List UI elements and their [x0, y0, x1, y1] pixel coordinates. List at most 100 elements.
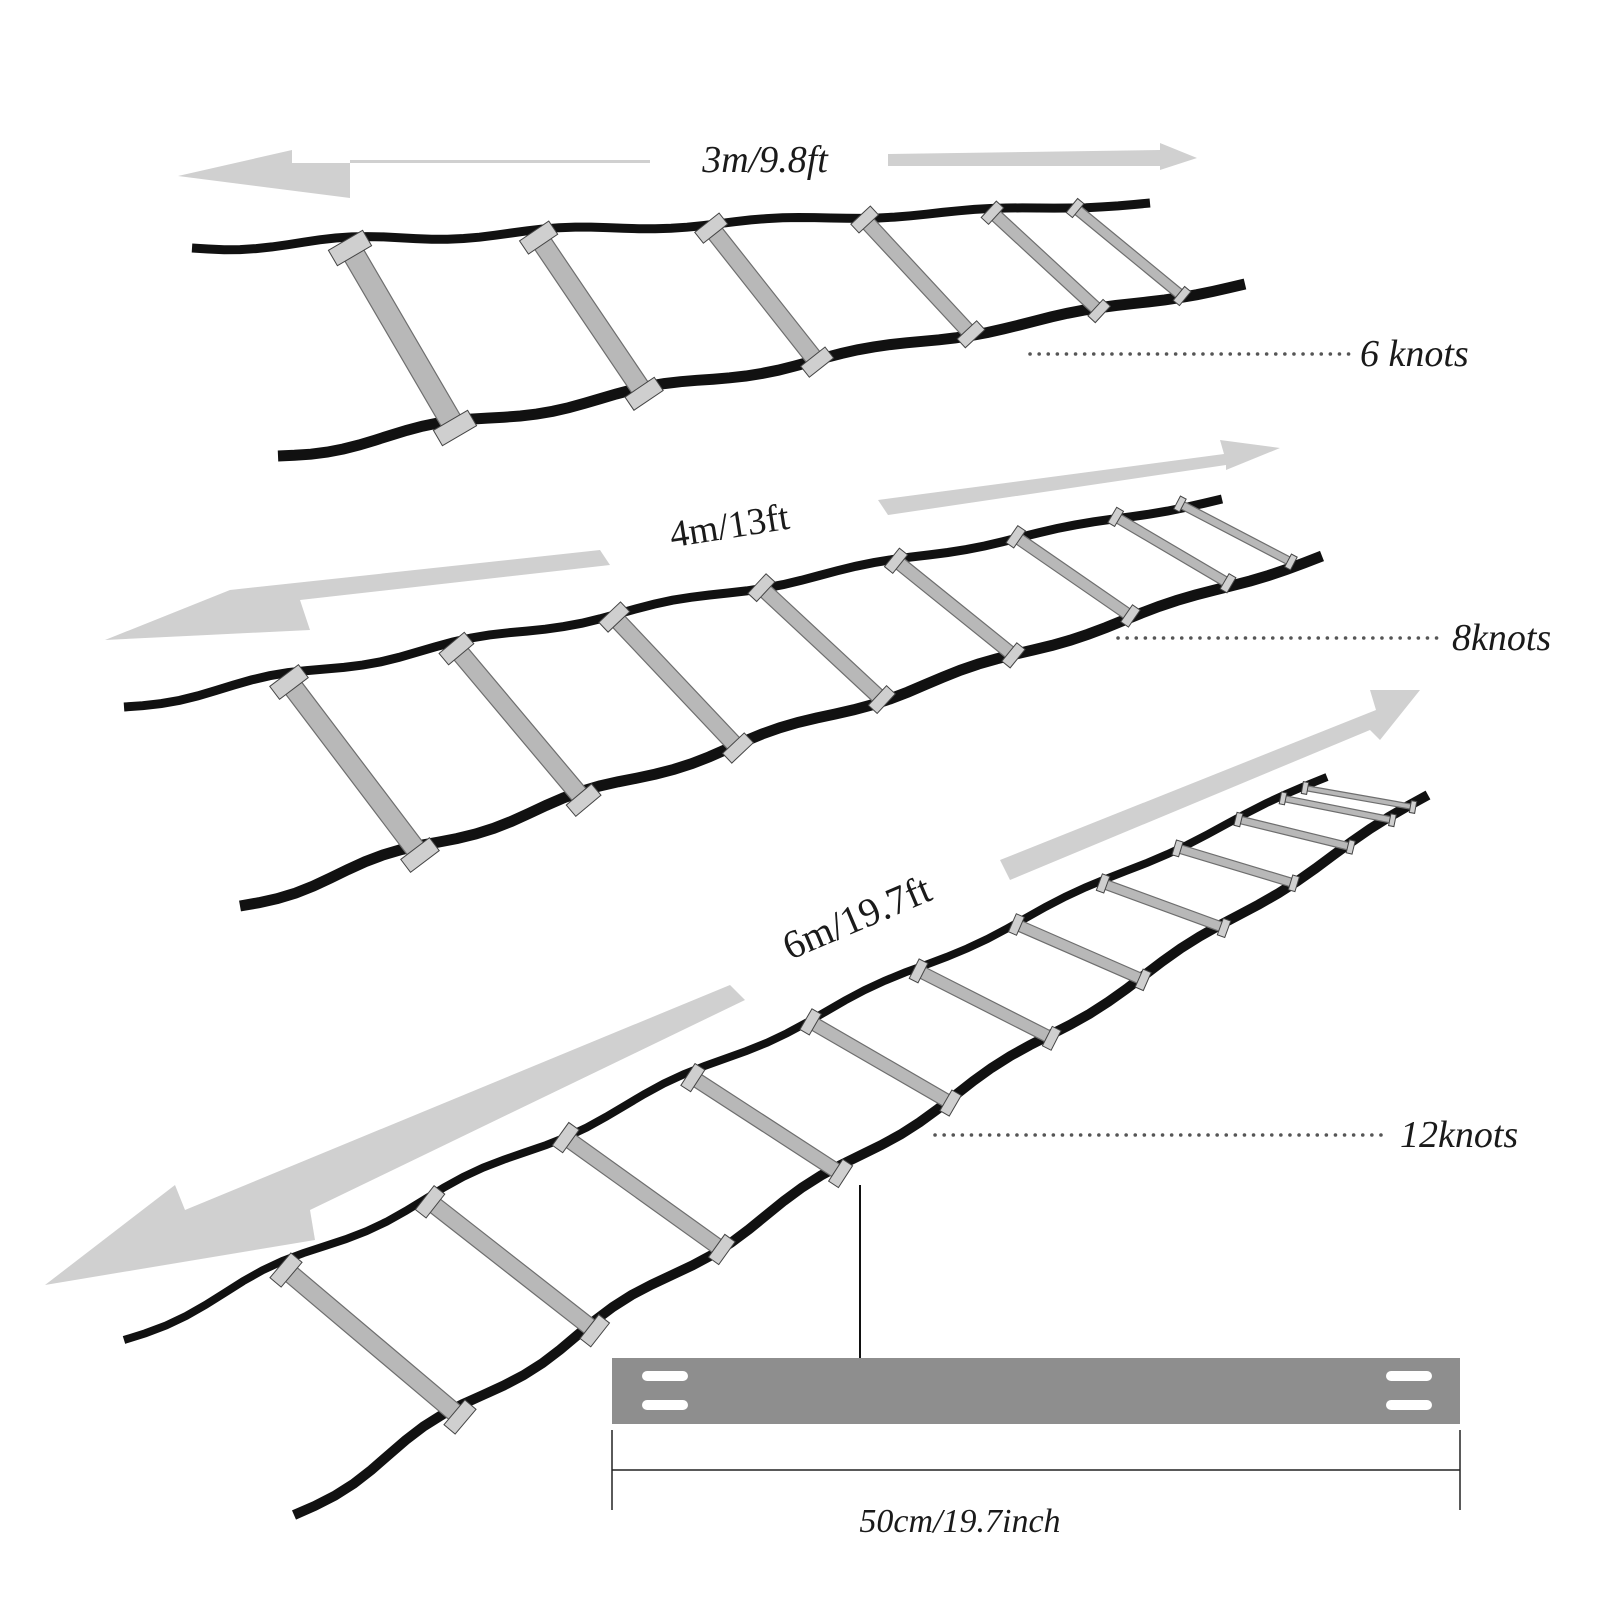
- rung-clip: [1120, 604, 1141, 628]
- rung-clip: [908, 958, 929, 984]
- rung-clip: [883, 547, 909, 574]
- rung-clip: [269, 1252, 303, 1288]
- ladder-rung: [560, 1130, 728, 1257]
- length-arrow-left: [45, 985, 745, 1285]
- rung-clip: [980, 200, 1005, 225]
- ladder-strap: [123, 494, 1224, 712]
- ladder-rung: [279, 1262, 467, 1425]
- ladder-rungs: [269, 495, 1298, 874]
- ladder-length-label: 4m/13ft: [667, 496, 793, 556]
- rung-clip: [1065, 197, 1085, 219]
- rung-clip: [850, 205, 880, 234]
- rung-clip: [1134, 968, 1152, 992]
- rung-clip: [438, 631, 475, 666]
- rung-clip: [1005, 524, 1027, 549]
- rung-clip: [1216, 917, 1232, 939]
- ladder-rung: [806, 1015, 955, 1110]
- rung-clip: [327, 229, 373, 267]
- rung-clip: [1287, 874, 1300, 893]
- ladder-4m: 4m/13ft 8knots: [105, 440, 1551, 912]
- ladder-rung: [424, 1194, 601, 1339]
- length-arrow-right: [888, 143, 1197, 170]
- ladder-rung: [1175, 843, 1296, 889]
- ladder-3m: 3m/9.8ft 6 knots: [178, 139, 1469, 462]
- ladder-rung: [529, 231, 654, 401]
- rung-clip: [565, 783, 602, 818]
- ladder-straps: [122, 773, 1431, 1520]
- ladder-rung: [339, 241, 466, 435]
- rung-clip: [269, 663, 309, 701]
- rung-clip: [1387, 813, 1397, 828]
- rung-clip: [1007, 913, 1026, 936]
- rung-clip: [1345, 839, 1356, 855]
- rung-clip: [721, 732, 755, 764]
- rung-clip: [414, 1185, 446, 1219]
- ladder-length-label: 3m/9.8ft: [701, 139, 829, 181]
- knots-label: 12knots: [1400, 1114, 1518, 1156]
- rung-clip: [1284, 553, 1298, 571]
- rung-clip: [707, 1233, 736, 1266]
- ladder-rung: [755, 581, 888, 706]
- rung-clip: [956, 320, 986, 349]
- rung-clip: [1087, 298, 1112, 324]
- rung-clip: [1172, 285, 1192, 307]
- length-arrow-right: [1000, 690, 1420, 880]
- rung-clip: [400, 836, 440, 874]
- rung-clip: [1278, 791, 1288, 806]
- detail-rung: [612, 1358, 1460, 1424]
- rung-clip: [1001, 642, 1026, 669]
- ladder-rung: [607, 610, 745, 755]
- ladder-rung: [1236, 815, 1353, 852]
- rung-clip: [551, 1121, 580, 1154]
- ladder-strap: [291, 790, 1431, 1520]
- rung-clip: [432, 409, 478, 447]
- ladder-rung: [858, 213, 978, 341]
- ladder-rung: [915, 964, 1056, 1045]
- rung-detail: 50cm/19.7inch: [611, 1185, 1461, 1540]
- ladder-rung: [891, 554, 1019, 662]
- ladder-rung: [703, 221, 825, 369]
- rung-clip: [1408, 800, 1418, 814]
- length-arrow-right: [878, 440, 1280, 515]
- rung-clip: [1041, 1025, 1062, 1051]
- length-arrow-left: [178, 150, 650, 198]
- ladder-rung: [1011, 531, 1135, 622]
- rung-clip: [598, 601, 631, 633]
- rung-clip: [1095, 873, 1111, 894]
- ladder-rung: [1177, 499, 1294, 567]
- rung-clip: [1173, 495, 1187, 513]
- rung-clip: [1107, 506, 1125, 528]
- rung-clip: [694, 212, 729, 244]
- ladder-rung: [688, 1070, 846, 1181]
- ladder-rungs: [269, 781, 1418, 1435]
- ladder-rung: [1100, 878, 1227, 934]
- ladder-rung: [1013, 918, 1147, 986]
- rung-slot: [642, 1400, 688, 1410]
- rung-clip: [624, 376, 664, 411]
- rung-width-label: 50cm/19.7inch: [859, 1503, 1060, 1540]
- rung-slot: [642, 1371, 688, 1381]
- ladder-rung: [1070, 203, 1187, 301]
- ladder-strap: [122, 773, 1329, 1344]
- rung-clip: [1219, 573, 1237, 594]
- rung-clip: [867, 684, 897, 715]
- rung-clip: [799, 1008, 822, 1036]
- rung-slot: [1386, 1371, 1432, 1381]
- knots-label: 6 knots: [1360, 333, 1469, 375]
- rung-slot: [1386, 1400, 1432, 1410]
- length-arrow-left: [105, 550, 610, 640]
- rung-clip: [1233, 811, 1244, 828]
- rung-clip: [1171, 839, 1184, 858]
- rung-clip: [518, 220, 559, 255]
- ladder-length-label: 6m/19.7ft: [776, 866, 938, 969]
- rung-clip: [680, 1062, 706, 1093]
- rung-clip: [799, 346, 835, 378]
- ladder-rungs: [327, 197, 1192, 447]
- rung-clip: [827, 1158, 854, 1189]
- rung-clip: [939, 1089, 962, 1117]
- rung-clip: [443, 1399, 477, 1435]
- knots-label: 8knots: [1452, 617, 1551, 659]
- rung-clip: [1300, 781, 1310, 795]
- ladder-rung: [280, 675, 429, 862]
